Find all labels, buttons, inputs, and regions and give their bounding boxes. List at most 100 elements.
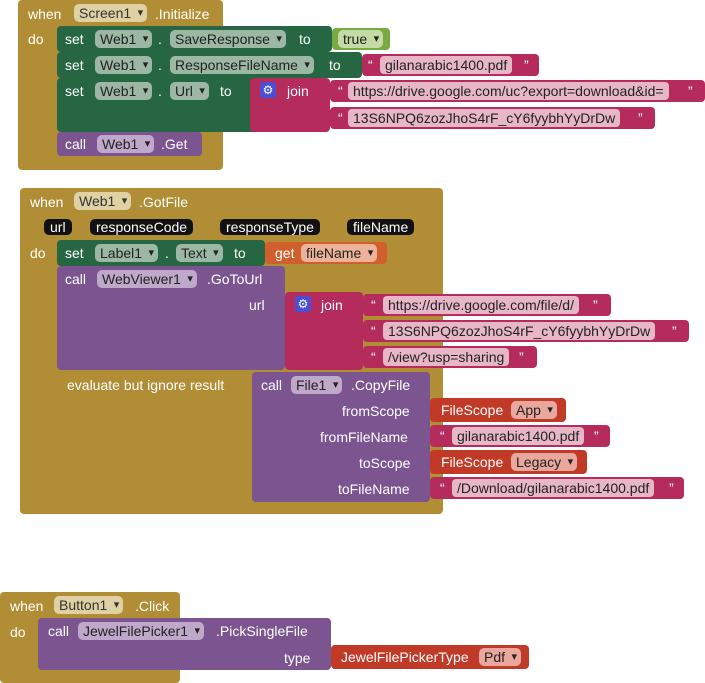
- do-keyword: do: [30, 245, 46, 261]
- property-dropdown-url[interactable]: Url: [170, 82, 209, 100]
- join-block-gotourl[interactable]: ⚙ join: [285, 292, 363, 370]
- set-label1-text-block[interactable]: set Label1 . Text to: [57, 240, 265, 266]
- set-keyword: set: [65, 57, 84, 73]
- join-block-url[interactable]: ⚙ join: [250, 78, 330, 132]
- close-quote: ”: [688, 83, 693, 99]
- open-quote: “: [338, 83, 343, 99]
- param-filename[interactable]: fileName: [347, 219, 415, 235]
- component-dropdown-button1[interactable]: Button1: [54, 596, 124, 614]
- text-block-gotourl-part-1[interactable]: “ https://drive.google.com/file/d/ ”: [363, 294, 611, 316]
- to-keyword: to: [234, 245, 246, 261]
- text-field[interactable]: https://drive.google.com/file/d/: [383, 296, 579, 314]
- param-label-toscope: toScope: [359, 455, 411, 471]
- dot-separator: .: [165, 245, 169, 261]
- when-keyword: when: [30, 194, 64, 210]
- filescope-legacy-block[interactable]: FileScope Legacy: [430, 450, 587, 474]
- jewelfilepickertype-block[interactable]: JewelFilePickerType Pdf: [331, 645, 529, 669]
- gear-icon[interactable]: ⚙: [260, 82, 276, 98]
- text-block-gotourl-part-3[interactable]: “ /view?usp=sharing ”: [363, 346, 537, 368]
- call-keyword: call: [261, 377, 283, 393]
- event-name: .Click: [135, 598, 170, 614]
- helper-name: FileScope: [441, 402, 504, 418]
- property-dropdown-saveresponse[interactable]: SaveResponse: [170, 30, 286, 48]
- component-dropdown-web1[interactable]: Web1: [95, 82, 153, 100]
- to-keyword: to: [299, 31, 311, 47]
- text-field[interactable]: 13S6NPQ6zozJhoS4rF_cY6fyybhYyDrDw: [383, 322, 656, 340]
- close-quote: ”: [593, 297, 598, 313]
- text-field[interactable]: /Download/gilanarabic1400.pdf: [452, 479, 655, 497]
- logic-true-block[interactable]: true: [332, 28, 390, 50]
- scope-dropdown-legacy[interactable]: Legacy: [511, 453, 578, 471]
- filescope-app-block[interactable]: FileScope App: [430, 398, 566, 422]
- call-keyword: call: [65, 136, 87, 152]
- to-keyword: to: [329, 57, 341, 73]
- param-responsetype[interactable]: responseType: [220, 219, 320, 235]
- helper-name: JewelFilePickerType: [341, 649, 469, 665]
- open-quote: “: [338, 110, 343, 126]
- variable-dropdown-filename[interactable]: fileName: [301, 244, 378, 262]
- method-name: .Get: [161, 136, 188, 152]
- component-dropdown-file1[interactable]: File1: [291, 376, 343, 394]
- close-quote: ”: [672, 323, 677, 339]
- component-dropdown-web1[interactable]: Web1: [95, 56, 153, 74]
- type-dropdown-pdf[interactable]: Pdf: [479, 648, 522, 666]
- param-label-url: url: [249, 297, 265, 313]
- open-quote: “: [371, 349, 376, 365]
- get-variable-block[interactable]: get fileName: [265, 242, 387, 264]
- text-block-gotourl-part-2[interactable]: “ 13S6NPQ6zozJhoS4rF_cY6fyybhYyDrDw ”: [363, 320, 689, 342]
- do-keyword: do: [28, 31, 44, 47]
- scope-dropdown-app[interactable]: App: [511, 401, 557, 419]
- close-quote: ”: [638, 110, 643, 126]
- call-jewelfilepicker1-picksinglefile-block[interactable]: call JewelFilePicker1 .PickSingleFile ty…: [38, 618, 331, 670]
- text-block-tofilename[interactable]: “ /Download/gilanarabic1400.pdf ”: [430, 477, 684, 499]
- method-name: .PickSingleFile: [216, 623, 308, 639]
- dot-separator: .: [158, 83, 162, 99]
- dot-separator: .: [158, 31, 162, 47]
- open-quote: “: [371, 323, 376, 339]
- dot-separator: .: [158, 57, 162, 73]
- event-name: .Initialize: [155, 6, 210, 22]
- open-quote: “: [368, 57, 373, 73]
- param-url[interactable]: url: [44, 219, 72, 235]
- boolean-dropdown[interactable]: true: [338, 30, 384, 48]
- set-web1-saveresponse-block[interactable]: set Web1 . SaveResponse to: [57, 26, 332, 52]
- param-label-type: type: [284, 650, 311, 666]
- to-keyword: to: [220, 83, 232, 99]
- text-field[interactable]: gilanarabic1400.pdf: [380, 56, 513, 74]
- text-block-fromfilename[interactable]: “ gilanarabic1400.pdf ”: [430, 425, 610, 447]
- property-dropdown-text[interactable]: Text: [176, 244, 223, 262]
- text-field[interactable]: 13S6NPQ6zozJhoS4rF_cY6fyybhYyDrDw: [348, 109, 621, 127]
- property-dropdown-responsefilename[interactable]: ResponseFileName: [170, 56, 314, 74]
- text-field[interactable]: /view?usp=sharing: [383, 348, 510, 366]
- get-keyword: get: [275, 245, 295, 261]
- text-block-url-part-1[interactable]: “ https://drive.google.com/uc?export=dow…: [330, 80, 705, 102]
- component-dropdown-web1[interactable]: Web1: [95, 30, 153, 48]
- component-dropdown-screen1[interactable]: Screen1: [74, 4, 148, 22]
- call-web1-get-block[interactable]: call Web1 .Get: [57, 132, 202, 156]
- set-keyword: set: [65, 245, 84, 261]
- close-quote: ”: [669, 480, 674, 496]
- param-label-fromscope: fromScope: [342, 403, 410, 419]
- component-dropdown-webviewer1[interactable]: WebViewer1: [97, 270, 197, 288]
- set-web1-url-block[interactable]: set Web1 . Url to: [57, 78, 257, 132]
- gear-icon[interactable]: ⚙: [295, 296, 311, 312]
- call-webviewer1-gotourl-block[interactable]: call WebViewer1 .GoToUrl url: [57, 266, 285, 370]
- param-responsecode[interactable]: responseCode: [90, 219, 194, 235]
- text-block-url-part-2[interactable]: “ 13S6NPQ6zozJhoS4rF_cY6fyybhYyDrDw ”: [330, 107, 655, 129]
- component-dropdown-jewelfilepicker1[interactable]: JewelFilePicker1: [78, 622, 205, 640]
- open-quote: “: [371, 297, 376, 313]
- text-field[interactable]: https://drive.google.com/uc?export=downl…: [348, 82, 669, 100]
- component-dropdown-web1[interactable]: Web1: [97, 135, 155, 153]
- component-dropdown-web1[interactable]: Web1: [74, 192, 132, 210]
- evaluate-ignore-block[interactable]: evaluate but ignore result: [57, 372, 255, 504]
- close-quote: ”: [594, 428, 599, 444]
- when-keyword: when: [28, 6, 62, 22]
- call-file1-copyfile-block[interactable]: call File1 .CopyFile fromScope fromFileN…: [252, 372, 430, 502]
- do-keyword: do: [10, 624, 26, 640]
- component-dropdown-label1[interactable]: Label1: [95, 244, 159, 262]
- helper-name: FileScope: [441, 454, 504, 470]
- text-block-responsefilename[interactable]: “ gilanarabic1400.pdf ”: [362, 54, 539, 76]
- text-field[interactable]: gilanarabic1400.pdf: [452, 427, 585, 445]
- call-keyword: call: [65, 271, 87, 287]
- set-web1-responsefilename-block[interactable]: set Web1 . ResponseFileName to: [57, 52, 362, 78]
